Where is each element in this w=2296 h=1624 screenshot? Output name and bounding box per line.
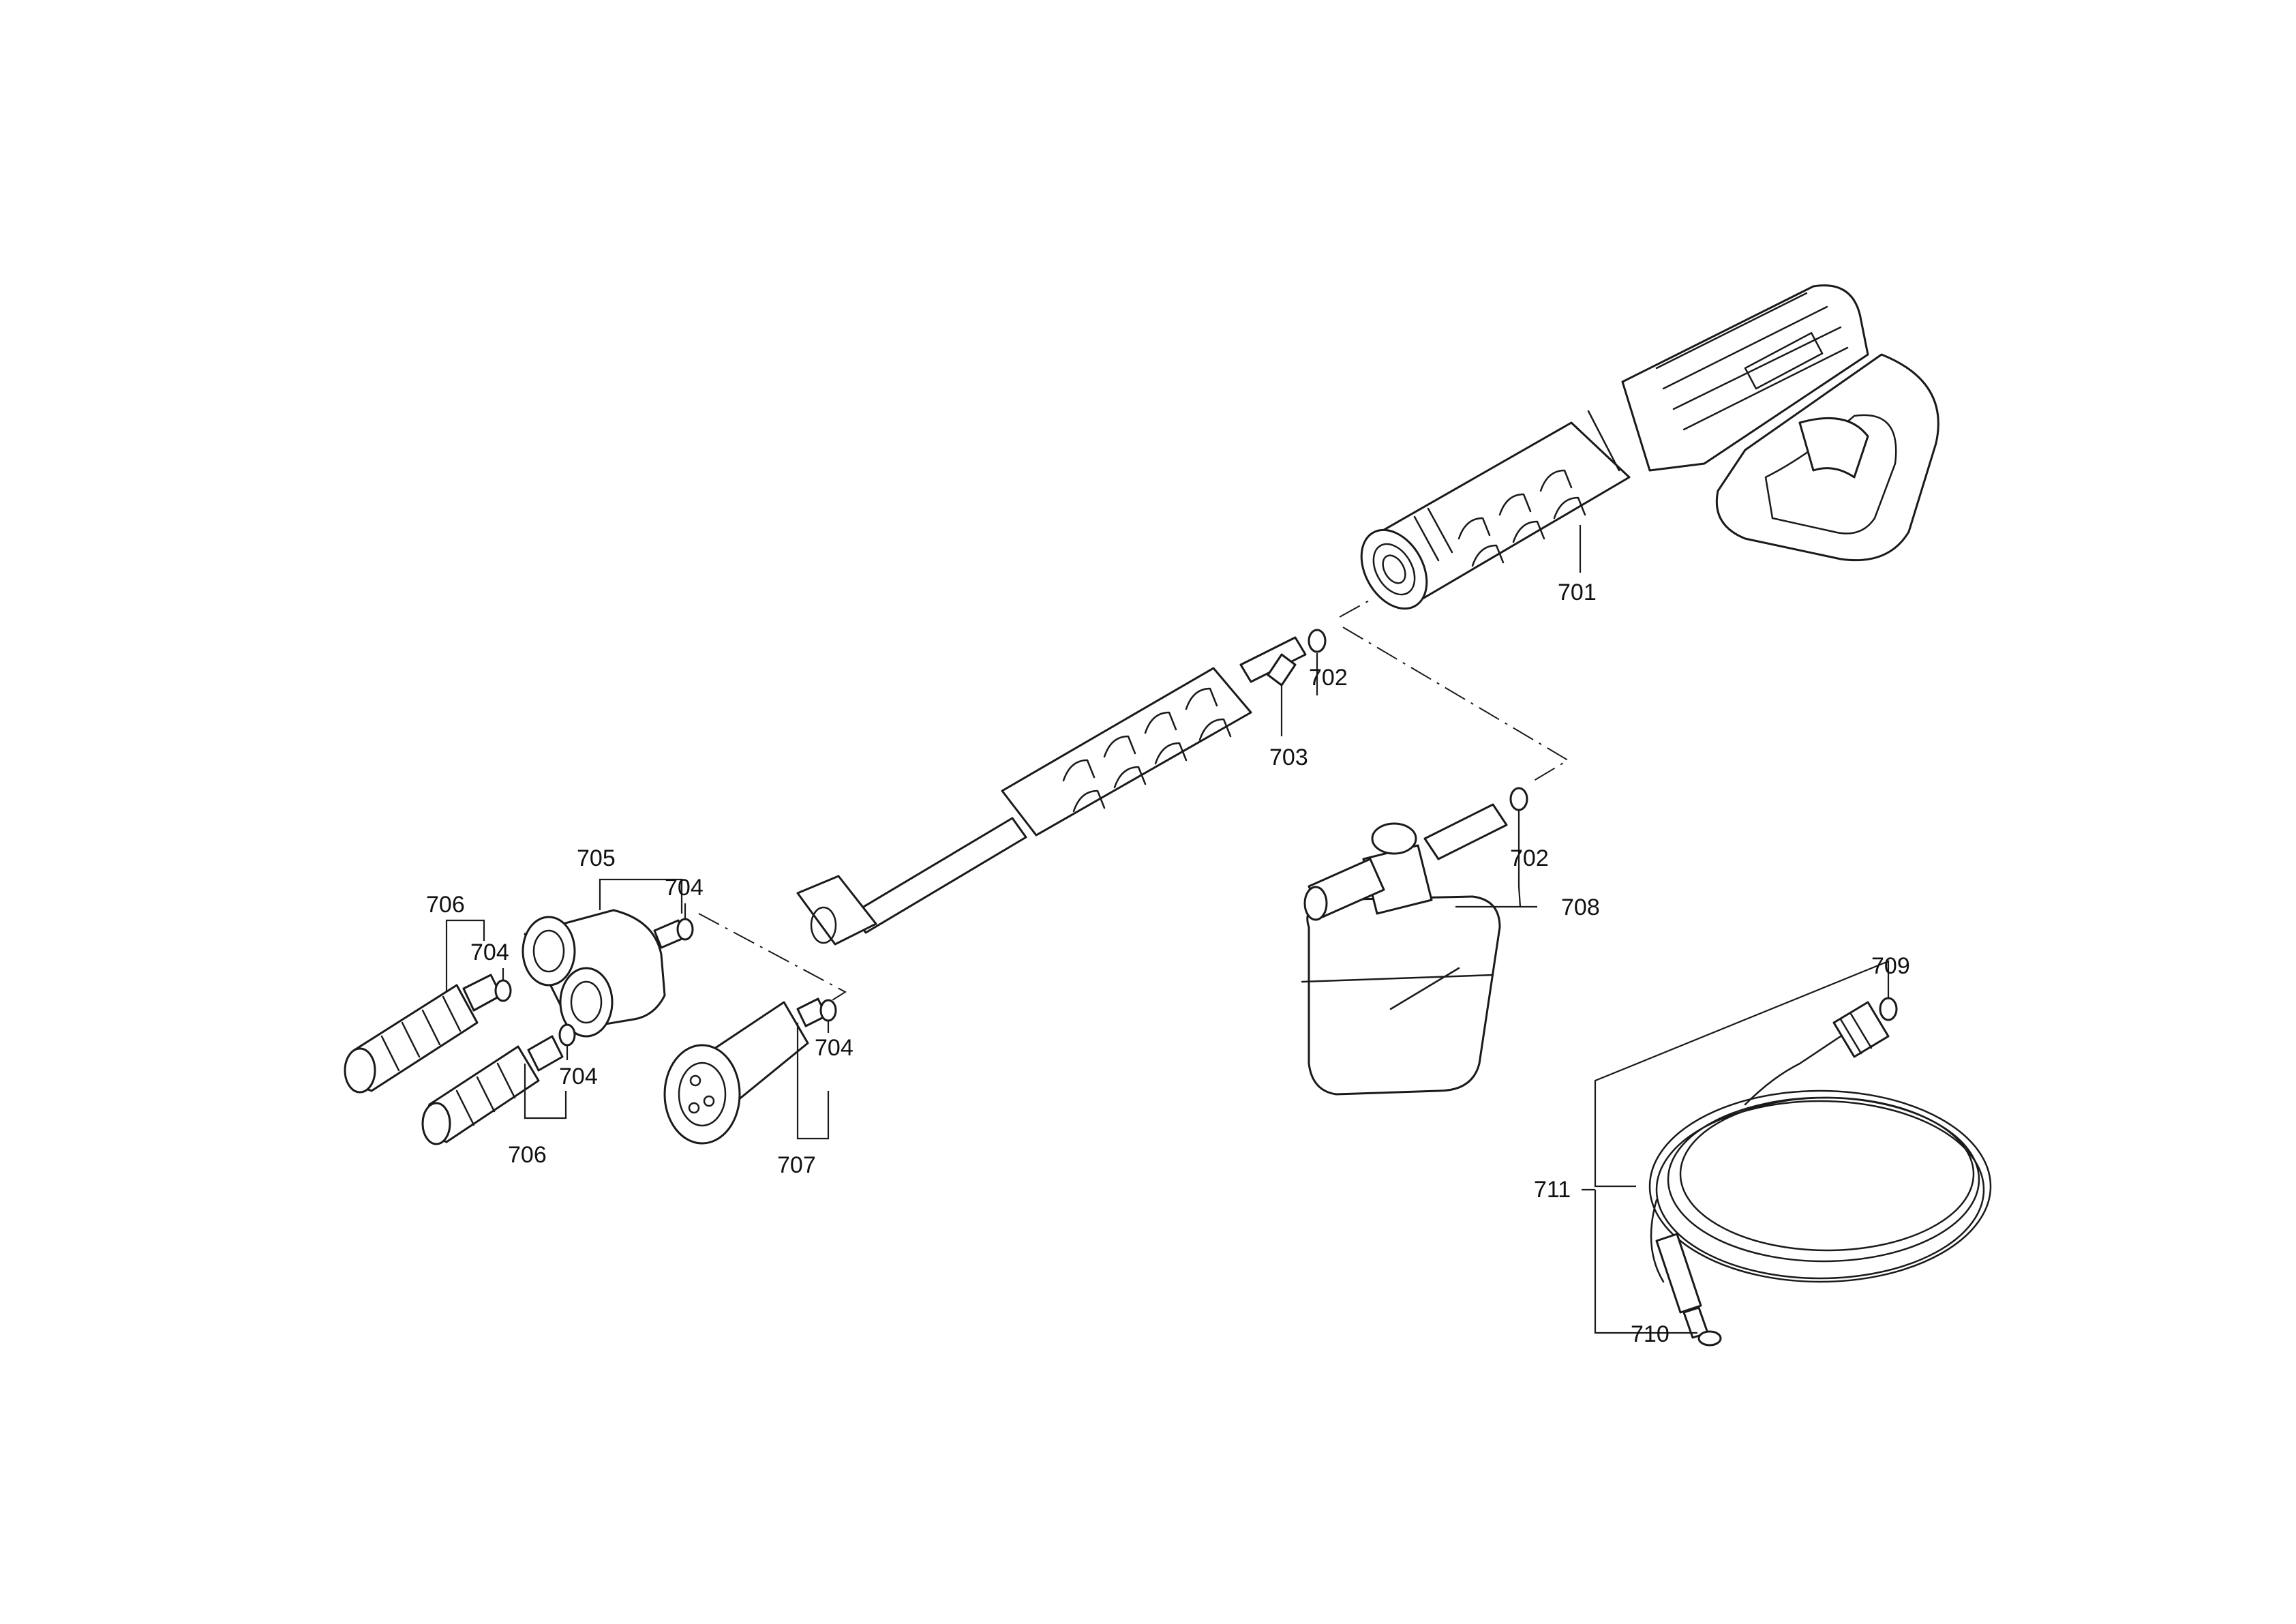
part-labels: 701 702 703 705 704 706 704 704 706 704 …: [426, 580, 1910, 1347]
nozzle-holder-705: [522, 909, 686, 1038]
trigger-gun-701: [1360, 284, 1939, 610]
o-ring-702-lower: [1509, 787, 1528, 811]
label-703: 703: [1269, 745, 1308, 770]
multi-jet-nozzle-707: [663, 997, 828, 1145]
label-708: 708: [1561, 894, 1600, 920]
label-707: 707: [777, 1152, 816, 1178]
label-709: 709: [1871, 953, 1910, 979]
label-702-lower: 702: [1510, 845, 1549, 871]
label-705: 705: [577, 845, 616, 871]
label-704-right: 704: [815, 1035, 854, 1061]
label-706-upper: 706: [426, 892, 465, 918]
label-711: 711: [1534, 1177, 1571, 1203]
assembly-axes: [698, 599, 1569, 1010]
o-ring-709: [1879, 997, 1898, 1021]
label-704-mid: 704: [559, 1064, 598, 1089]
leader-lines: [445, 525, 1890, 1334]
hose-711: [1648, 1001, 1992, 1339]
label-702-upper: 702: [1309, 665, 1348, 691]
lance-connector-703: [1239, 636, 1307, 687]
o-ring-702-upper: [1308, 629, 1327, 653]
label-704-top: 704: [665, 875, 704, 901]
label-706-lower: 706: [508, 1142, 547, 1168]
turbo-nozzle-706-upper: [344, 974, 502, 1094]
foam-cannon-708: [1301, 803, 1508, 1096]
label-701: 701: [1558, 580, 1597, 605]
lance-extension: [796, 667, 1252, 946]
clip-710: [1697, 1330, 1722, 1347]
turbo-nozzle-706-lower: [421, 1035, 564, 1145]
label-710: 710: [1631, 1321, 1670, 1347]
label-704-left: 704: [470, 939, 509, 965]
